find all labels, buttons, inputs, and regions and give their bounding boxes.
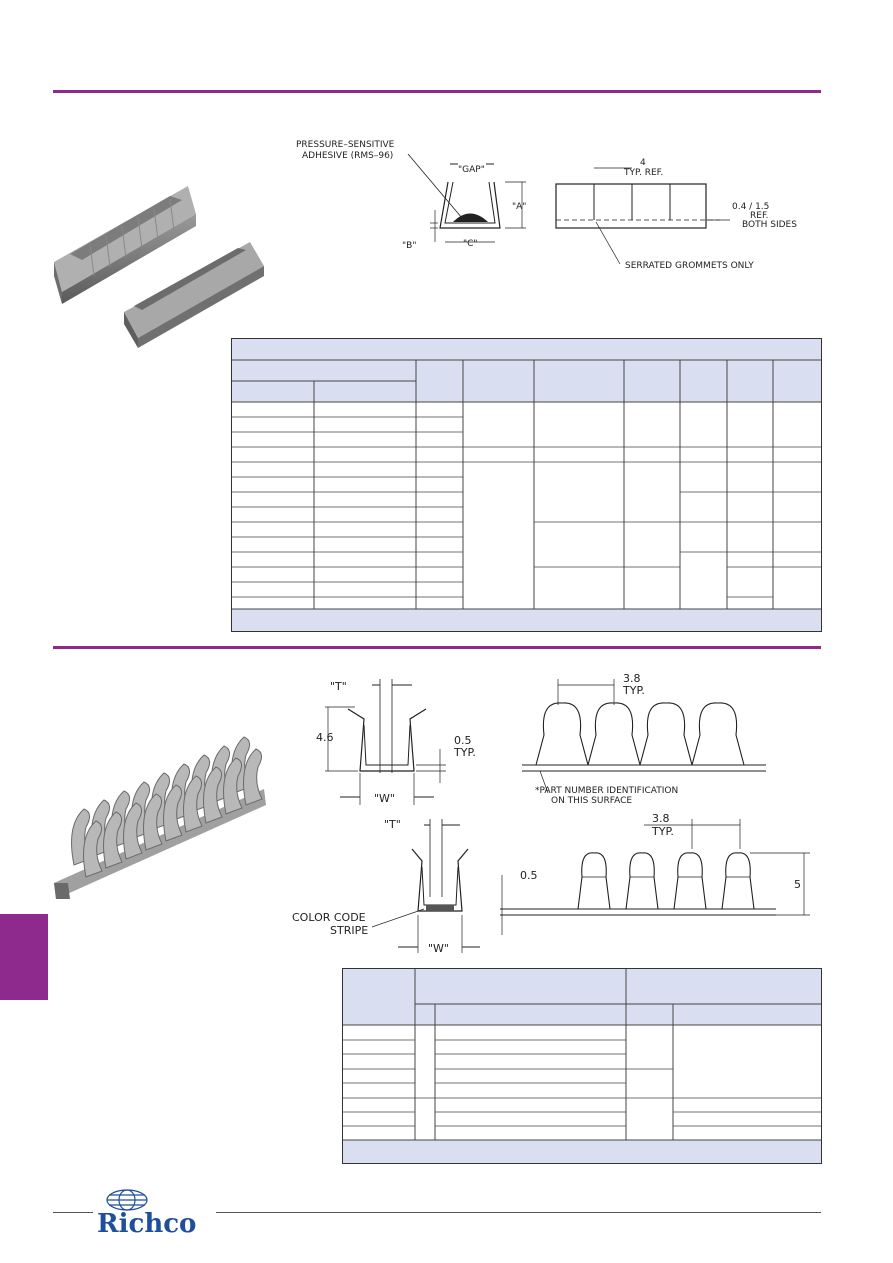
adhesive-label-2: ADHESIVE (RMS–96) xyxy=(302,151,393,161)
a-label: "A" xyxy=(512,202,526,212)
grommet-dimension-diagram: PRESSURE–SENSITIVE ADHESIVE (RMS–96) "GA… xyxy=(296,140,797,271)
pitch-bottom-typ: TYP. xyxy=(651,825,674,838)
spec-table-2 xyxy=(342,968,822,1164)
pitch-bottom-label: 3.8 xyxy=(652,812,670,825)
part-id-line-2: ON THIS SURFACE xyxy=(551,796,632,806)
section-side-tab xyxy=(0,914,48,1000)
section-divider xyxy=(53,646,821,649)
edge-grommet-strip-photo xyxy=(54,736,266,899)
thickness-label: 0.5 xyxy=(454,734,472,747)
ref-label: REF. xyxy=(750,211,769,221)
base-thickness-label: 0.5 xyxy=(520,869,538,882)
serrated-label: SERRATED GROMMETS ONLY xyxy=(625,261,754,271)
thickness-typ-label: TYP. xyxy=(453,746,476,759)
w-label-top: "W" xyxy=(374,792,395,805)
both-sides-label: BOTH SIDES xyxy=(742,220,797,230)
ref-value-label: 0.4 / 1.5 xyxy=(732,202,769,212)
pitch-value-label: 4 xyxy=(640,158,646,168)
height-4-6-label: 4.6 xyxy=(316,731,334,744)
globe-icon xyxy=(106,1189,148,1211)
footer-divider-right xyxy=(216,1212,821,1213)
grommet-channel-photo xyxy=(54,186,264,348)
b-label: "B" xyxy=(402,241,416,251)
color-code-label-2: STRIPE xyxy=(330,924,368,937)
t-label-top: "T" xyxy=(330,680,347,693)
spec-table-1 xyxy=(231,338,822,632)
height-5-label: 5 xyxy=(794,878,801,891)
richco-wordmark: Richco xyxy=(97,1209,196,1236)
pitch-top-label: 3.8 xyxy=(623,672,641,685)
color-code-label-1: COLOR CODE xyxy=(292,911,366,924)
footer-divider-left xyxy=(53,1212,93,1213)
pitch-top-typ: TYP. xyxy=(622,684,645,697)
gap-label: "GAP" xyxy=(458,165,485,175)
adhesive-label-1: PRESSURE–SENSITIVE xyxy=(296,140,395,150)
c-label: "C" xyxy=(463,239,478,249)
t-label-bottom: "T" xyxy=(384,818,401,831)
typ-ref-label: TYP. REF. xyxy=(623,168,663,178)
part-id-line-1: *PART NUMBER IDENTIFICATION xyxy=(535,786,678,796)
edge-grommet-dimension-diagram: "T" 4.6 0.5 TYP. "W" 3.8 TYP. *PART NUMB… xyxy=(292,672,810,955)
top-divider xyxy=(53,90,821,93)
w-label-bottom: "W" xyxy=(428,942,449,955)
richco-logo: Richco xyxy=(97,1189,196,1236)
